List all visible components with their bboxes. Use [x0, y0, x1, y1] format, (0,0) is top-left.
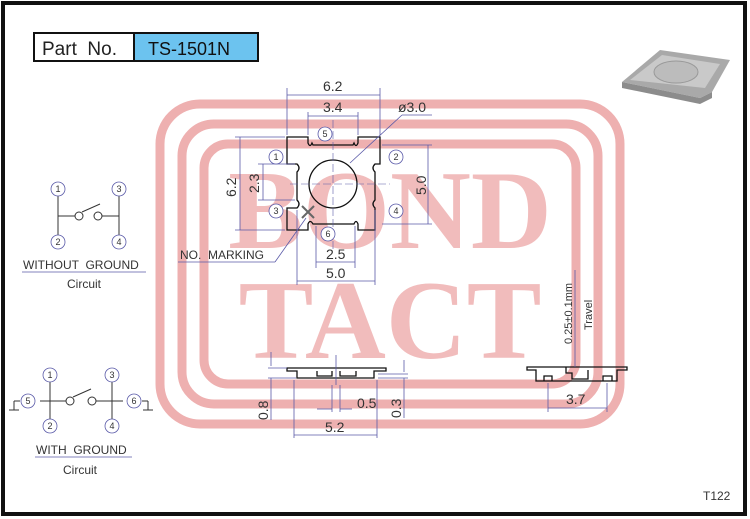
- circuit-subtitle: Circuit: [67, 277, 102, 291]
- svg-text:1: 1: [47, 370, 52, 380]
- dim-pin-spacing: 2.3: [246, 173, 262, 193]
- travel-label: Travel: [583, 300, 595, 330]
- circuit-title: WITH GROUND: [36, 443, 127, 457]
- dim-side-height: 0.8: [255, 400, 271, 420]
- svg-text:6: 6: [325, 229, 330, 239]
- dim-bottom-width: 5.0: [326, 265, 346, 281]
- svg-text:2: 2: [393, 152, 398, 162]
- side-view: 0.8 0.5 0.3 5.2: [255, 352, 408, 438]
- marking-label: NO. MARKING: [180, 248, 264, 262]
- top-view: 6.2 3.4 ø3.0 6.2 2.3 5.0 2.5 5.0 NO. MAR…: [178, 78, 432, 285]
- svg-text:5: 5: [25, 396, 30, 406]
- svg-text:4: 4: [109, 421, 114, 431]
- pin-3: 3: [268, 203, 284, 219]
- dim-height-overall: 6.2: [223, 177, 239, 197]
- svg-text:4: 4: [393, 206, 398, 216]
- drawing-code: T122: [703, 489, 731, 503]
- svg-text:2: 2: [47, 421, 52, 431]
- svg-text:3: 3: [109, 370, 114, 380]
- circuit-without-ground: 1 2 3 4 WITHOUT GROUND Circuit: [22, 181, 146, 291]
- svg-text:5: 5: [322, 129, 327, 139]
- watermark-text-tact: TACT: [239, 259, 542, 383]
- dim-side-width: 5.2: [325, 419, 345, 435]
- travel-value: 0.25±0.1mm: [563, 283, 575, 344]
- marking-x: [301, 205, 315, 219]
- svg-text:1: 1: [55, 184, 60, 194]
- svg-text:6: 6: [131, 396, 136, 406]
- part-label: Part No.: [42, 39, 117, 60]
- pin-6: 6: [320, 226, 336, 242]
- svg-text:3: 3: [273, 206, 278, 216]
- dim-height-right: 5.0: [413, 175, 429, 195]
- side-view-2: 0.25±0.1mm Travel 3.7: [526, 270, 628, 412]
- part-number-box: Part No. TS-1501N: [33, 32, 259, 62]
- circuit-subtitle: Circuit: [63, 463, 98, 477]
- svg-text:1: 1: [273, 152, 278, 162]
- svg-text:4: 4: [116, 237, 121, 247]
- pin-1: 1: [268, 149, 284, 165]
- dim-bottom-notch: 2.5: [326, 246, 346, 262]
- svg-text:3: 3: [116, 184, 121, 194]
- pin-4: 4: [388, 203, 404, 219]
- dim-diameter: ø3.0: [398, 99, 426, 115]
- circuit-title: WITHOUT GROUND: [23, 258, 139, 272]
- dim-width-overall: 6.2: [323, 78, 343, 94]
- dim-side-gap: 0.5: [357, 395, 377, 411]
- svg-text:2: 2: [55, 237, 60, 247]
- product-photo: [622, 50, 730, 104]
- pin-5: 5: [317, 126, 333, 142]
- pin-2: 2: [388, 149, 404, 165]
- circuit-with-ground: 1 2 3 4 5 6 WITH GROUND Circuit: [9, 367, 153, 477]
- dim-inner-notch: 3.4: [323, 99, 343, 115]
- part-number: TS-1501N: [148, 39, 230, 59]
- dim-side2-width: 3.7: [566, 391, 586, 407]
- dim-side-thickness: 0.3: [388, 398, 404, 418]
